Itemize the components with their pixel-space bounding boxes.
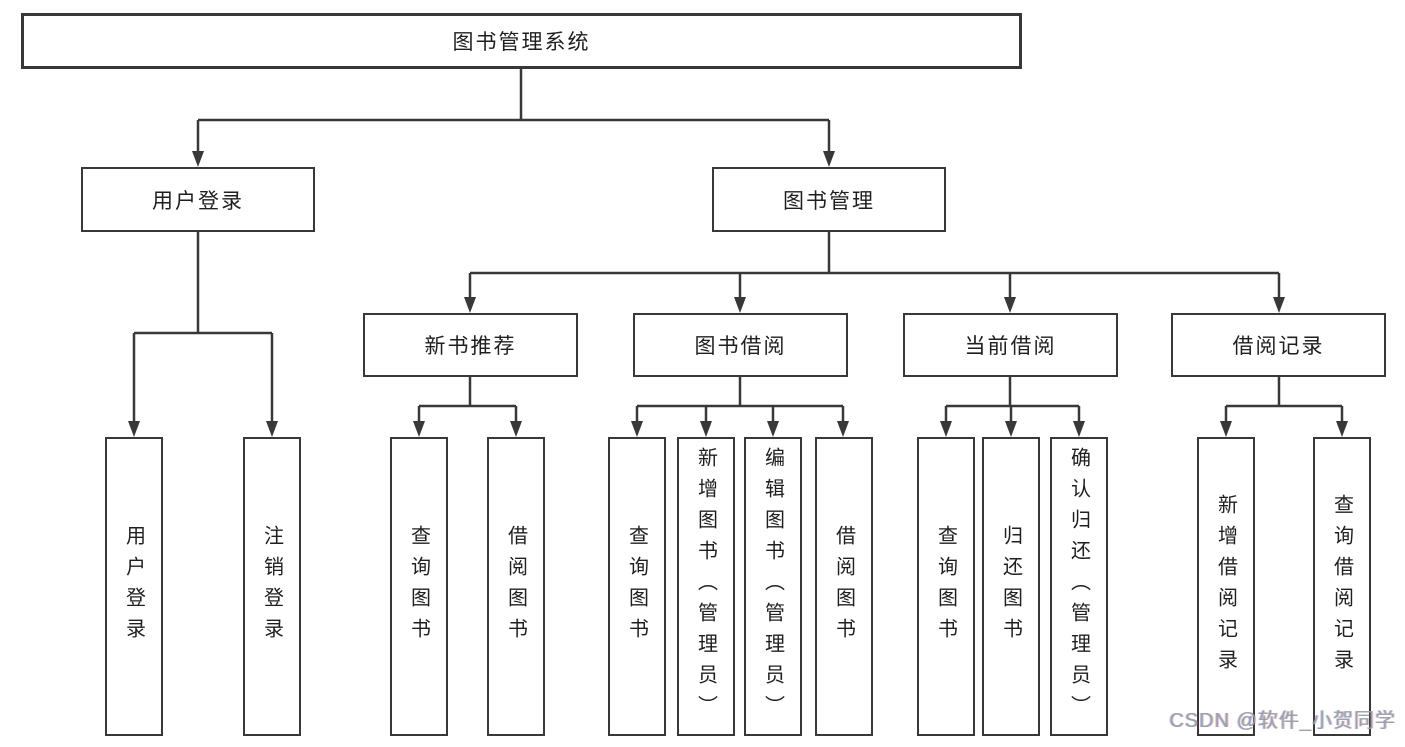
- node-library-system: 图书管理系统: [21, 13, 1022, 69]
- leaf-edit-book-admin: 编辑图书（管理员）: [744, 437, 802, 736]
- leaf-query-books-current: 查询图书: [917, 437, 975, 736]
- leaf-query-books-borrow: 查询图书: [608, 437, 666, 736]
- leaf-user-login: 用户登录: [105, 437, 163, 736]
- leaf-add-borrow-record: 新增借阅记录: [1197, 437, 1255, 736]
- leaf-query-borrow-record: 查询借阅记录: [1313, 437, 1371, 736]
- connector-current-borrow-to-leaves: [940, 377, 1085, 437]
- leaf-query-books-recommend: 查询图书: [390, 437, 448, 736]
- connector-user-login-to-leaves: [128, 232, 278, 437]
- leaf-return-book: 归还图书: [982, 437, 1040, 736]
- connector-book-management-to-level3: [464, 232, 1285, 313]
- node-book-management: 图书管理: [712, 167, 946, 232]
- node-current-borrow: 当前借阅: [903, 313, 1118, 377]
- leaf-borrow-books-recommend: 借阅图书: [487, 437, 545, 736]
- leaf-borrow-books: 借阅图书: [815, 437, 873, 736]
- node-book-borrow: 图书借阅: [633, 313, 848, 377]
- connector-root-to-level2: [192, 69, 835, 167]
- connector-new-book-to-leaves: [413, 377, 522, 437]
- node-borrow-records: 借阅记录: [1171, 313, 1386, 377]
- leaf-logout: 注销登录: [243, 437, 301, 736]
- watermark: CSDN @软件_小贺同学: [1169, 710, 1396, 732]
- node-user-login-group: 用户登录: [81, 167, 315, 232]
- node-new-book-recommend: 新书推荐: [363, 313, 578, 377]
- leaf-confirm-return-admin: 确认归还（管理员）: [1050, 437, 1108, 736]
- connector-book-borrow-to-leaves: [631, 377, 849, 437]
- connector-borrow-records-to-leaves: [1220, 377, 1348, 437]
- leaf-add-book-admin: 新增图书（管理员）: [677, 437, 735, 736]
